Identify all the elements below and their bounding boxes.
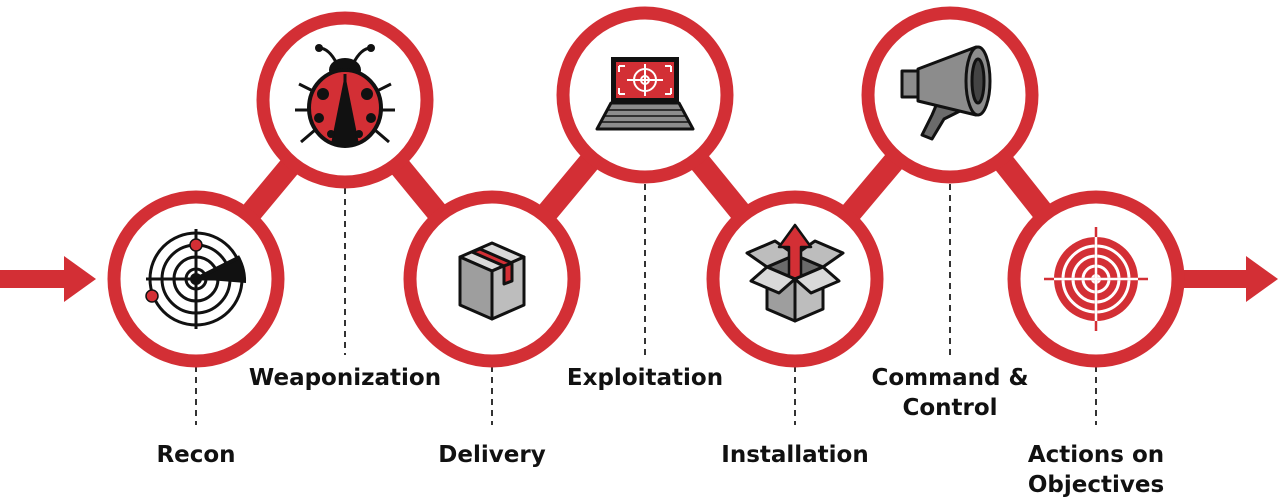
- stage-label-delivery: Delivery: [438, 442, 546, 468]
- ladybug-icon: [295, 44, 395, 148]
- stage-label-actions: Actions on Objectives: [1027, 442, 1165, 498]
- bullseye-icon: [1044, 227, 1148, 331]
- open-box-arrow-icon: [745, 223, 845, 323]
- stage-label-recon: Recon: [156, 442, 236, 468]
- stage-label-exploitation: Exploitation: [566, 365, 724, 391]
- entry-arrow-icon: [0, 256, 96, 302]
- leader-lines: [195, 184, 1097, 425]
- radar-icon: [145, 229, 247, 329]
- laptop-target-icon: [595, 57, 695, 131]
- package-icon: [458, 241, 526, 321]
- megaphone-icon: [900, 45, 992, 141]
- stage-label-installation: Installation: [721, 442, 869, 468]
- exit-arrow-icon: [1182, 256, 1278, 302]
- stage-label-weaponization: Weaponization: [248, 365, 442, 391]
- stage-label-command-control: Command & Control: [871, 365, 1029, 421]
